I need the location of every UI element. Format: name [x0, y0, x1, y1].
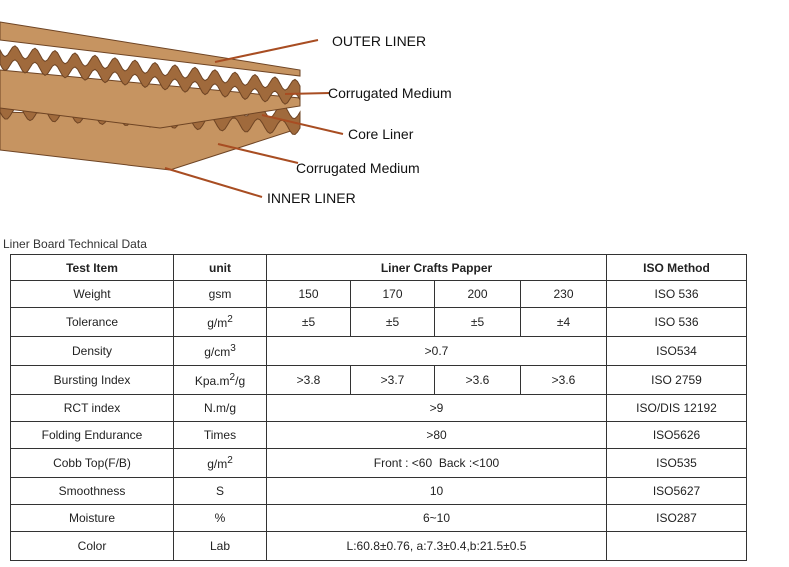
unit-base: Kpa.m	[194, 374, 230, 388]
cell-item: Weight	[10, 280, 174, 308]
label-inner-liner: INNER LINER	[267, 190, 356, 206]
label-medium-top: Corrugated Medium	[328, 85, 452, 101]
cell-value: ±5	[434, 307, 521, 337]
leader-inner-liner	[164, 167, 263, 198]
cell-value: Front : <60 Back :<100	[266, 448, 607, 478]
cell-iso: ISO534	[606, 336, 747, 366]
cell-value: >9	[266, 394, 607, 422]
unit-exponent: 2	[229, 372, 236, 383]
cell-unit: %	[173, 504, 267, 532]
leader-core-liner	[261, 114, 344, 135]
unit-base: g/m	[207, 316, 228, 330]
table-row-rct-index: RCT index N.m/g >9 ISO/DIS 12192	[10, 394, 747, 422]
cell-item: Folding Endurance	[10, 421, 174, 449]
cell-unit: Lab	[173, 531, 267, 561]
label-medium-bottom: Corrugated Medium	[296, 160, 420, 176]
cell-iso: ISO5626	[606, 421, 747, 449]
table-header-row: Test Item unit Liner Crafts Papper ISO M…	[10, 254, 747, 281]
cell-unit: N.m/g	[173, 394, 267, 422]
cell-item: Tolerance	[10, 307, 174, 337]
cell-iso: ISO5627	[606, 477, 747, 505]
cell-value: 10	[266, 477, 607, 505]
cell-item: Cobb Top(F/B)	[10, 448, 174, 478]
leader-medium-bottom	[217, 143, 299, 164]
table-row-bursting-index: Bursting Index Kpa.m2/g >3.8 >3.7 >3.6 >…	[10, 365, 747, 395]
cell-unit: gsm	[173, 280, 267, 308]
upper-corrugated-medium	[0, 45, 301, 105]
header-test-item: Test Item	[10, 254, 174, 281]
cell-item: Color	[10, 531, 174, 561]
cell-unit: g/cm3	[173, 336, 267, 366]
cell-unit: Times	[173, 421, 267, 449]
cell-unit: Kpa.m2/g	[173, 365, 267, 395]
cell-item: RCT index	[10, 394, 174, 422]
label-core-liner: Core Liner	[348, 126, 414, 142]
cell-value: 150	[266, 280, 351, 308]
unit-base: g/cm	[204, 345, 231, 359]
label-outer-liner: OUTER LINER	[332, 33, 426, 49]
cell-value: 230	[520, 280, 607, 308]
leader-medium-top	[284, 92, 331, 95]
table-row-cobb-top: Cobb Top(F/B) g/m2 Front : <60 Back :<10…	[10, 448, 747, 478]
unit-exponent: 2	[227, 314, 233, 325]
table-caption: Liner Board Technical Data	[3, 237, 147, 251]
unit-base: g/m	[207, 457, 228, 471]
cell-iso: ISO/DIS 12192	[606, 394, 747, 422]
cell-iso: ISO535	[606, 448, 747, 478]
outer-liner-layer	[0, 21, 301, 77]
cell-item: Moisture	[10, 504, 174, 532]
cell-value: >3.8	[266, 365, 351, 395]
cell-value: 200	[434, 280, 521, 308]
cell-value: >80	[266, 421, 607, 449]
cell-value: >3.7	[350, 365, 435, 395]
cell-iso: ISO 536	[606, 307, 747, 337]
cell-item: Bursting Index	[10, 365, 174, 395]
header-unit: unit	[173, 254, 267, 281]
cell-unit: g/m2	[173, 307, 267, 337]
table-row-moisture: Moisture % 6~10 ISO287	[10, 504, 747, 532]
cell-iso	[606, 531, 747, 561]
cell-value: >0.7	[266, 336, 607, 366]
unit-tail: /g	[235, 374, 246, 388]
cell-value: ±4	[520, 307, 607, 337]
cell-value: >3.6	[520, 365, 607, 395]
table-row-smoothness: Smoothness S 10 ISO5627	[10, 477, 747, 505]
cell-value: >3.6	[434, 365, 521, 395]
cell-iso: ISO 536	[606, 280, 747, 308]
table-row-tolerance: Tolerance g/m2 ±5 ±5 ±5 ±4 ISO 536	[10, 307, 747, 337]
cell-iso: ISO287	[606, 504, 747, 532]
cell-value: 6~10	[266, 504, 607, 532]
cell-item: Smoothness	[10, 477, 174, 505]
header-iso-method: ISO Method	[606, 254, 747, 281]
cell-value: ±5	[266, 307, 351, 337]
leader-outer-liner	[214, 39, 319, 63]
table-row-folding-endurance: Folding Endurance Times >80 ISO5626	[10, 421, 747, 449]
table-row-weight: Weight gsm 150 170 200 230 ISO 536	[10, 280, 747, 308]
cell-value: ±5	[350, 307, 435, 337]
cell-item: Density	[10, 336, 174, 366]
cell-iso: ISO 2759	[606, 365, 747, 395]
cell-value: 170	[350, 280, 435, 308]
table-row-density: Density g/cm3 >0.7 ISO534	[10, 336, 747, 366]
header-liner-crafts-papper: Liner Crafts Papper	[266, 254, 607, 281]
cell-unit: g/m2	[173, 448, 267, 478]
unit-exponent: 2	[227, 455, 233, 466]
unit-exponent: 3	[230, 343, 236, 354]
cell-value: L:60.8±0.76, a:7.3±0.4,b:21.5±0.5	[266, 531, 607, 561]
table-row-color: Color Lab L:60.8±0.76, a:7.3±0.4,b:21.5±…	[10, 531, 747, 561]
corrugated-board-diagram: OUTER LINER Corrugated Medium Core Liner…	[0, 21, 452, 206]
liner-board-technical-table: Test Item unit Liner Crafts Papper ISO M…	[10, 254, 747, 561]
cell-unit: S	[173, 477, 267, 505]
